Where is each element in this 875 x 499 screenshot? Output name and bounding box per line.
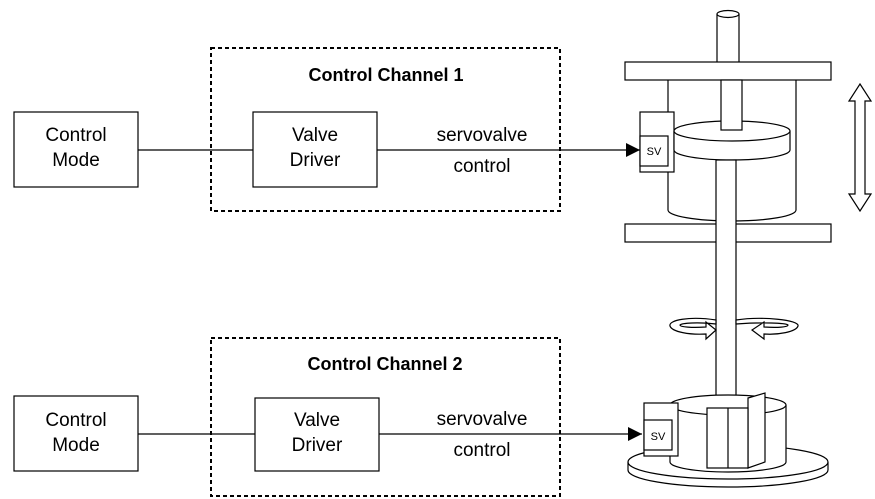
valve-driver-label-2: Valve	[294, 410, 340, 431]
control-mode-label-1b: Mode	[52, 150, 100, 171]
channel-2-title: Control Channel 2	[307, 354, 462, 374]
control-channel-2: Control Mode Control Channel 2 Valve Dri…	[13, 337, 642, 497]
control-label-2: control	[453, 440, 510, 461]
channel-2-boundary	[210, 337, 561, 497]
control-mode-box-1	[13, 111, 139, 188]
vertical-motion-arrow	[847, 82, 873, 213]
rotary-vane-side	[747, 392, 766, 469]
top-rod-stub	[716, 14, 740, 67]
servovalve-label-2: servovalve	[437, 409, 528, 430]
control-channel-1: Control Mode Control Channel 1 Valve Dri…	[13, 47, 640, 212]
servovalve-label-1: servovalve	[437, 125, 528, 146]
channel-1-boundary	[210, 47, 561, 212]
channel-1-title: Control Channel 1	[308, 65, 463, 85]
valve-driver-label-1b: Driver	[290, 150, 341, 171]
rotary-indicator	[669, 317, 799, 341]
rotary-actuator: SV	[627, 392, 829, 488]
sv-label-1: SV	[647, 146, 662, 158]
linear-actuator: SV	[624, 9, 873, 423]
control-mode-label-2b: Mode	[52, 435, 100, 456]
rotation-arrow-left	[669, 317, 717, 341]
control-mode-label-2: Control	[45, 410, 106, 431]
valve-driver-label-1: Valve	[292, 125, 338, 146]
main-shaft	[715, 159, 737, 423]
top-rod-cap	[716, 9, 740, 19]
sv-label-2: SV	[651, 431, 666, 443]
rotation-arrow-right	[735, 317, 799, 341]
valve-driver-label-2b: Driver	[292, 435, 343, 456]
servovalve-face-2	[643, 419, 673, 451]
valve-driver-box-1	[252, 111, 378, 188]
upper-rod	[720, 79, 743, 131]
top-plate	[624, 61, 832, 81]
valve-driver-box-2	[254, 397, 380, 472]
control-mode-label-1: Control	[45, 125, 106, 146]
control-mode-box-2	[13, 395, 139, 472]
servovalve-face-1	[639, 135, 669, 167]
control-label-1: control	[453, 156, 510, 177]
